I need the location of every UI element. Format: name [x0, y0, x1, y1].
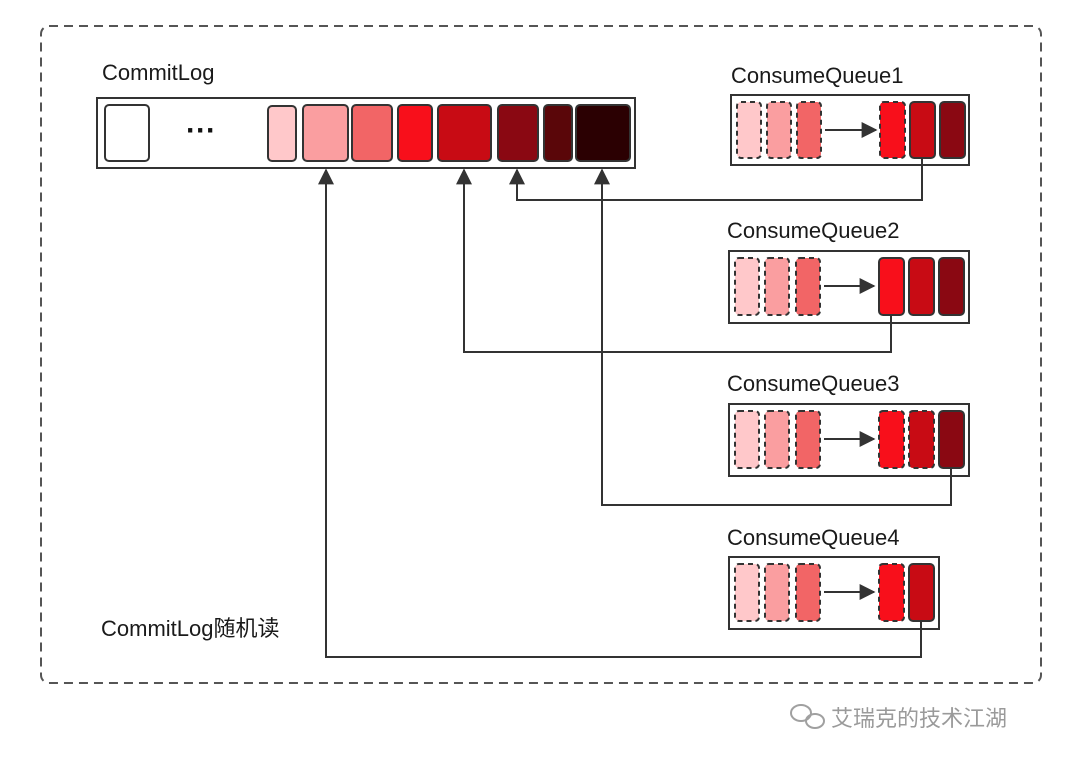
watermark-text: 艾瑞克的技术江湖	[831, 707, 1007, 732]
consumequeue4-label: ConsumeQueue4	[727, 525, 899, 550]
commitlog-cell	[575, 104, 631, 162]
commitlog-random-read-label: CommitLog随机读	[101, 616, 279, 641]
queue-entry	[909, 101, 936, 159]
queue-entry-consumed	[736, 101, 762, 159]
queue-entry-consumed	[764, 257, 790, 316]
queue-entry-consumed	[795, 563, 821, 622]
queue-entry-pending	[908, 410, 935, 469]
wechat-icon	[790, 704, 825, 729]
consumequeue1-label: ConsumeQueue1	[731, 63, 903, 88]
commitlog-cell	[437, 104, 492, 162]
commitlog-cell	[267, 105, 297, 162]
queue-entry-pending	[878, 410, 905, 469]
queue-entry-consumed	[734, 257, 760, 316]
commitlog-label: CommitLog	[102, 60, 214, 85]
queue4-to-commitlog-connector	[318, 168, 922, 658]
queue-entry-consumed	[795, 410, 821, 469]
queue-entry-consumed	[796, 101, 822, 159]
commitlog-cell	[302, 104, 349, 162]
wechat-watermark: 艾瑞克的技术江湖	[790, 704, 1007, 732]
commitlog-ellipsis: ···	[186, 114, 216, 147]
queue-entry	[939, 101, 966, 159]
queue-entry	[908, 563, 935, 622]
queue1-to-commitlog-connector	[509, 158, 923, 201]
queue-entry-pending	[879, 101, 906, 159]
queue-entry	[938, 410, 965, 469]
queue-entry-consumed	[764, 563, 790, 622]
queue3-to-commitlog-connector	[594, 168, 952, 506]
queue-entry-consumed	[795, 257, 821, 316]
queue-entry	[938, 257, 965, 316]
commitlog-cell	[497, 104, 539, 162]
queue-entry	[908, 257, 935, 316]
consumequeue2-label: ConsumeQueue2	[727, 218, 899, 243]
commitlog-cell	[351, 104, 393, 162]
queue-entry	[878, 257, 905, 316]
queue-entry-consumed	[764, 410, 790, 469]
queue-entry-consumed	[766, 101, 792, 159]
commitlog-cell-empty	[104, 104, 150, 162]
queue-entry-pending	[878, 563, 905, 622]
queue-entry-consumed	[734, 563, 760, 622]
commitlog-cell	[397, 104, 433, 162]
consumequeue3-label: ConsumeQueue3	[727, 371, 899, 396]
commitlog-cell	[543, 104, 573, 162]
queue-entry-consumed	[734, 410, 760, 469]
queue2-to-commitlog-connector	[456, 168, 892, 353]
